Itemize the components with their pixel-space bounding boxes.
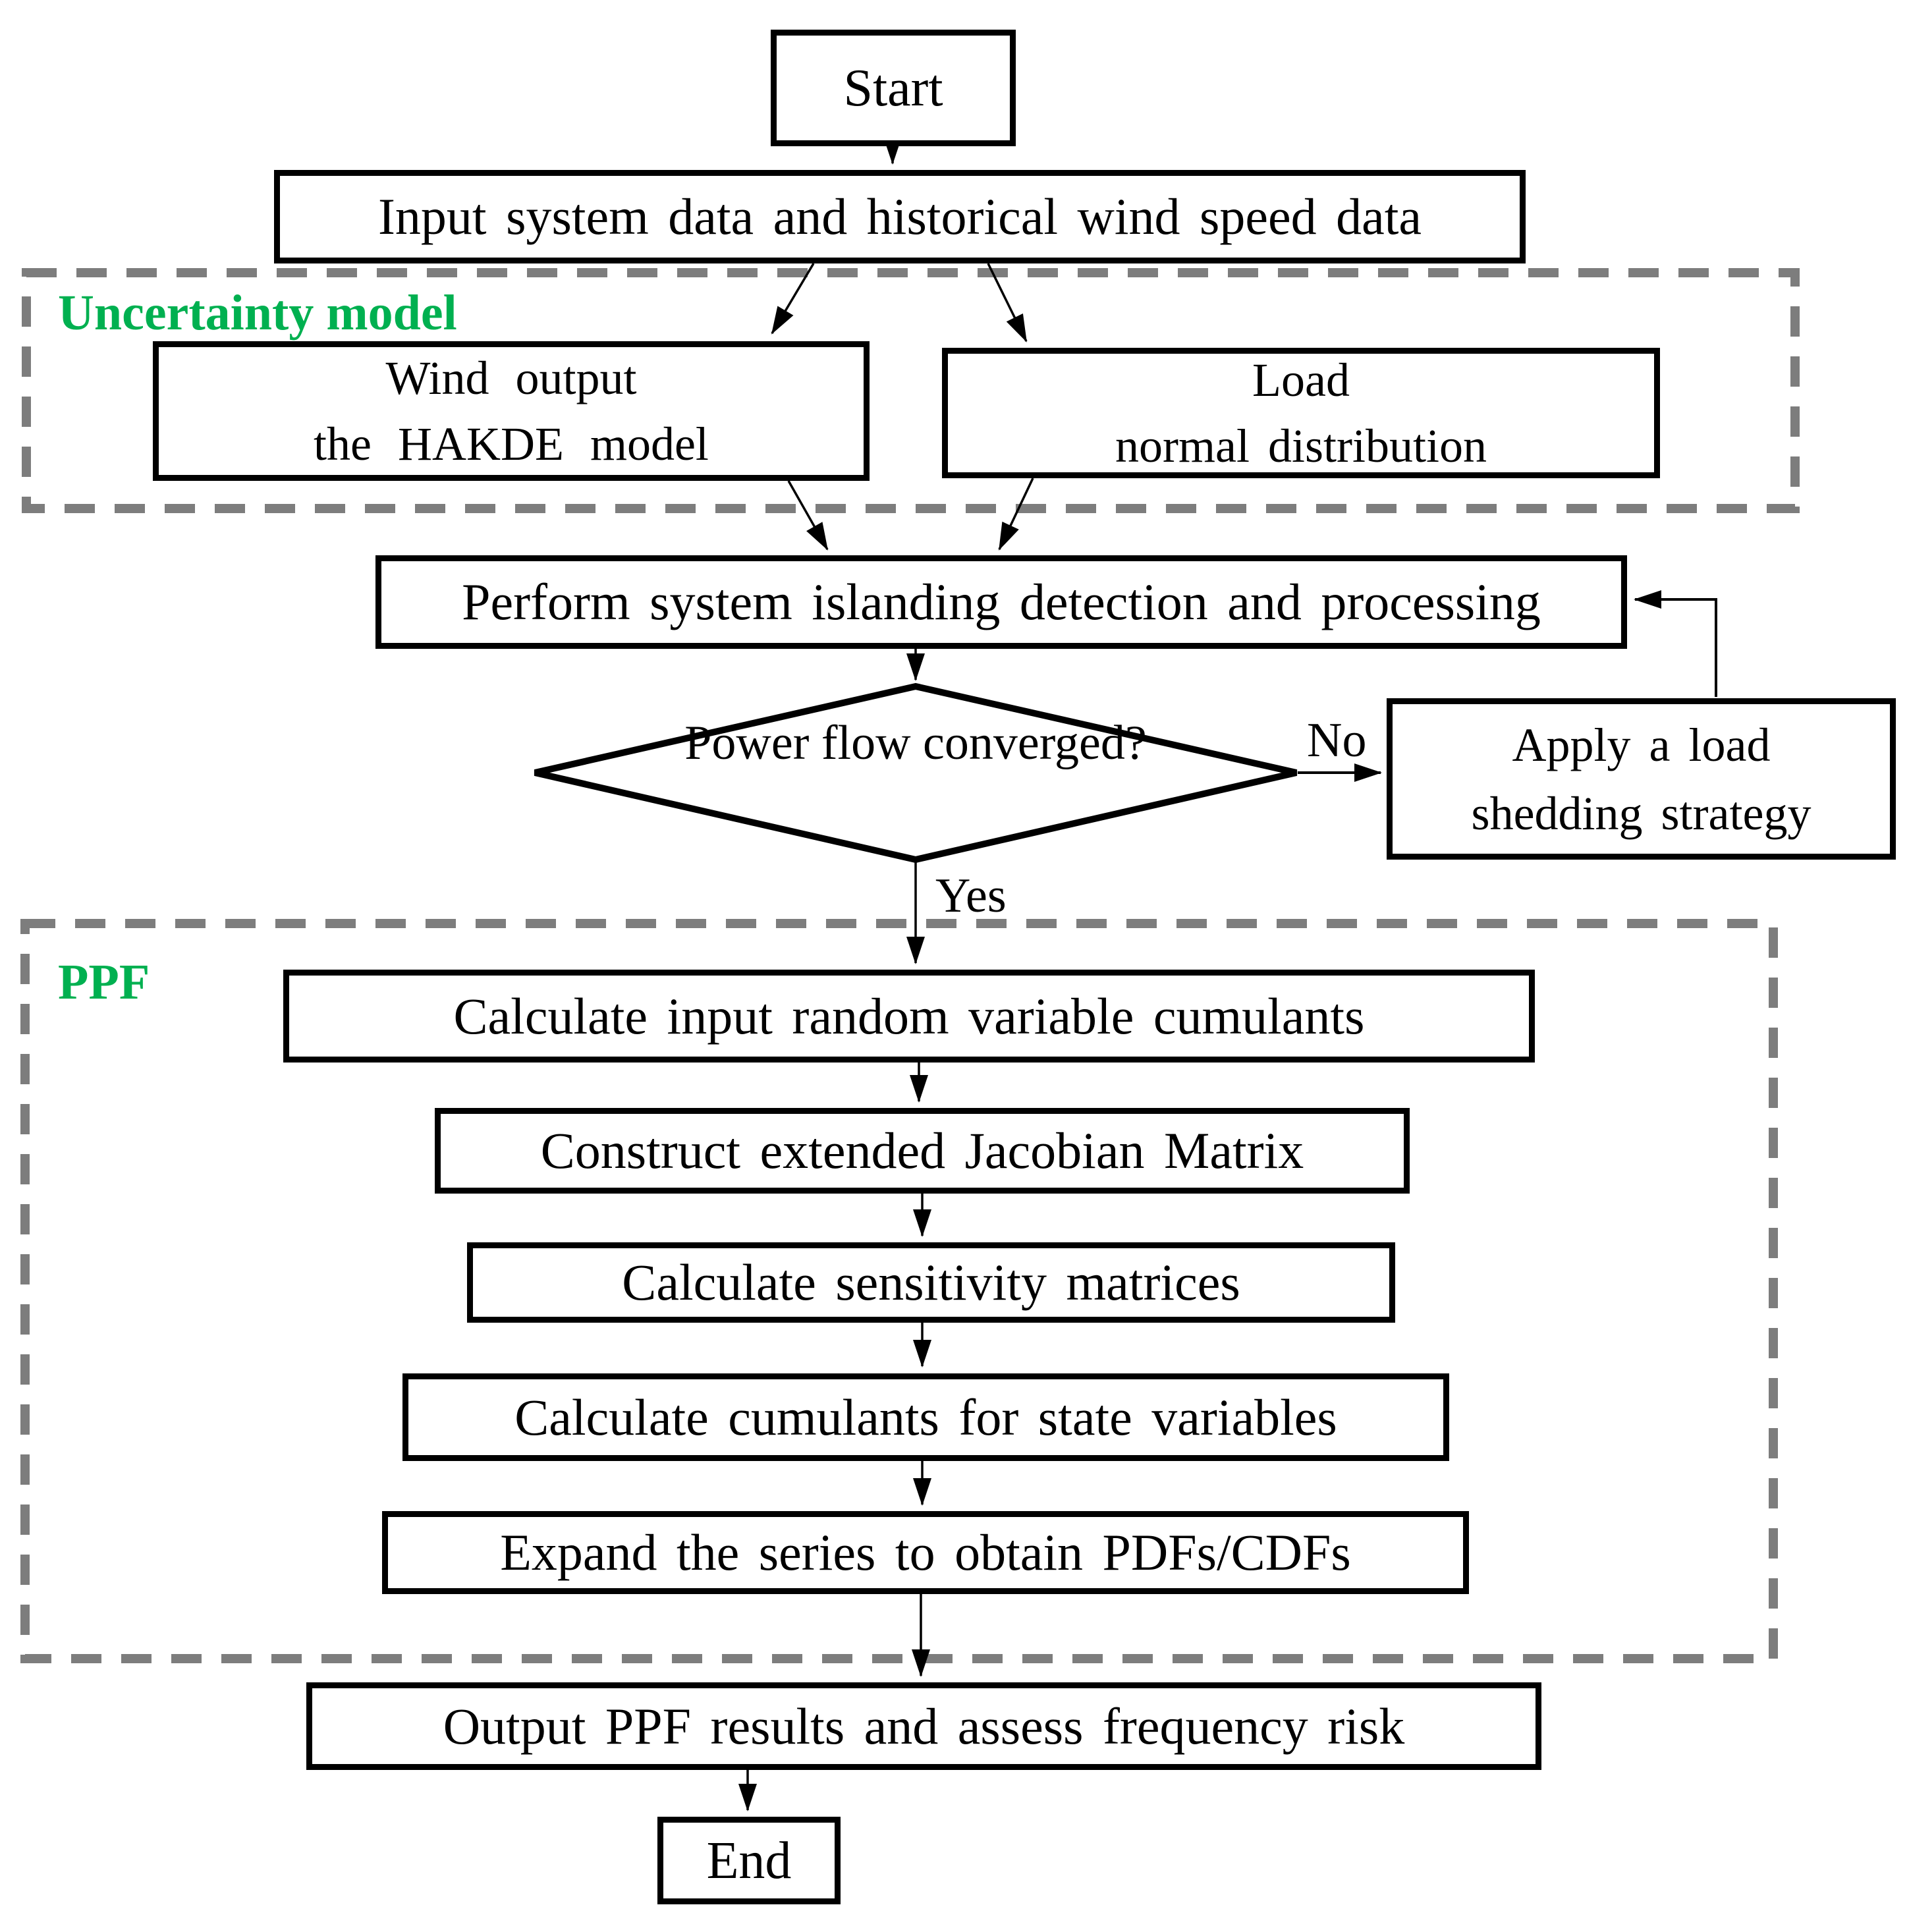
node-output-label: Output PPF results and assess frequency … (443, 1697, 1405, 1755)
node-start: Start (771, 30, 1016, 146)
node-input: Input system data and historical wind sp… (274, 170, 1526, 263)
node-wind-line2: the HAKDE model (314, 418, 709, 470)
node-calc-state-cumulants: Calculate cumulants for state variables (402, 1373, 1449, 1461)
ppf-group-label: PPF (58, 954, 150, 1010)
node-calc-sensitivity: Calculate sensitivity matrices (467, 1242, 1395, 1323)
edge-input-wind (771, 263, 815, 335)
node-calc-input-cumulants: Calculate input random variable cumulant… (283, 970, 1535, 1063)
node-wind-line1: Wind output (385, 352, 637, 404)
edge-label-yes: Yes (935, 869, 1007, 923)
node-output: Output PPF results and assess frequency … (306, 1682, 1541, 1770)
node-wind: Wind output the HAKDE model (153, 341, 870, 481)
node-perform-label: Perform system islanding detection and p… (462, 573, 1541, 631)
node-apply: Apply a load shedding strategy (1387, 698, 1896, 860)
edge-input-load (987, 263, 1028, 343)
node-start-label: Start (843, 59, 943, 117)
node-calc-input-cumulants-label: Calculate input random variable cumulant… (453, 987, 1365, 1045)
node-end-label: End (706, 1831, 792, 1890)
node-construct-jacobian-label: Construct extended Jacobian Matrix (540, 1122, 1304, 1180)
node-decision-line2: converged? (923, 716, 1147, 770)
edge-apply-perform-feedback (1634, 590, 1717, 697)
edge-load-perform (998, 478, 1034, 551)
node-load: Load normal distribution (942, 348, 1660, 478)
node-perform: Perform system islanding detection and p… (375, 555, 1627, 649)
node-load-line2: normal distribution (1115, 420, 1487, 472)
edge-wind-perform (787, 480, 829, 551)
decision-diamond (534, 682, 1298, 864)
node-expand-series: Expand the series to obtain PDFs/CDFs (382, 1511, 1469, 1594)
node-end: End (657, 1817, 841, 1904)
node-calc-state-cumulants-label: Calculate cumulants for state variables (514, 1388, 1337, 1446)
node-construct-jacobian: Construct extended Jacobian Matrix (435, 1108, 1410, 1194)
node-input-label: Input system data and historical wind sp… (377, 188, 1422, 246)
node-load-line1: Load (1252, 354, 1350, 406)
node-decision-line1: Power flow (684, 716, 911, 770)
ppf-group-border (20, 919, 1778, 1663)
node-expand-series-label: Expand the series to obtain PDFs/CDFs (500, 1524, 1351, 1582)
node-apply-line1: Apply a load (1512, 718, 1771, 771)
edge-label-no: No (1307, 713, 1367, 767)
uncertainty-group-label: Uncertainty model (58, 285, 457, 341)
node-decision-text: Power flow converged? (652, 706, 1179, 780)
node-calc-sensitivity-label: Calculate sensitivity matrices (622, 1254, 1240, 1311)
node-apply-line2: shedding strategy (1471, 787, 1812, 840)
